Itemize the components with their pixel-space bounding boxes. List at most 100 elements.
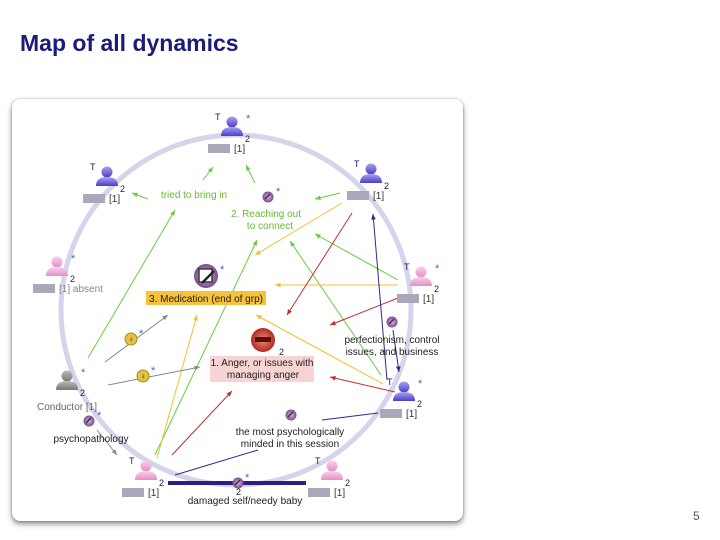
star-icon: * (435, 263, 440, 275)
edit-icon[interactable] (194, 264, 218, 288)
theme-tried-to-bring-in[interactable]: tried to bring in (161, 190, 227, 201)
member-label: [1] absent (59, 284, 103, 295)
person-icon (46, 256, 68, 276)
minus-icon[interactable] (251, 328, 275, 352)
group-member-node[interactable]: T * 2[1] (397, 262, 440, 305)
member-count: 2 (417, 399, 422, 409)
therapist-marker: T (387, 377, 393, 387)
star-icon: * (81, 367, 86, 379)
member-count: 2 (120, 184, 125, 194)
group-member-node[interactable]: * 2[1] absent (33, 253, 103, 295)
edge-arrow (286, 212, 353, 316)
person-icon (135, 460, 157, 480)
person-icon (96, 166, 118, 186)
edge-arrow (87, 209, 176, 359)
person-icon (56, 370, 78, 390)
person-icon (321, 460, 343, 480)
therapist-marker: T (90, 162, 96, 172)
lightbulb-icon[interactable]: ♀ (136, 369, 150, 383)
edge-arrow (171, 390, 233, 456)
group-member-node[interactable]: T2[1] (308, 456, 350, 499)
edge-arrow (96, 429, 118, 456)
svg-text:♀: ♀ (128, 335, 134, 344)
edge-arrow (154, 239, 258, 456)
page-number: 5 (693, 509, 700, 523)
group-member-node[interactable]: T 2[1] (83, 162, 125, 205)
edge-arrow (275, 282, 398, 288)
member-label: [1] (334, 488, 345, 499)
edit-icon[interactable] (83, 415, 95, 427)
theme-highlight (210, 356, 314, 382)
person-icon (393, 381, 415, 401)
edge-arrow (314, 192, 341, 200)
theme-psychopathology[interactable]: psychopathology (53, 434, 128, 445)
edge-arrow (371, 213, 388, 381)
edge-arrow (254, 202, 343, 256)
star-icon: * (245, 472, 250, 484)
edge-arrow (107, 365, 201, 386)
member-label: Conductor [1] (37, 402, 97, 413)
star-icon: * (151, 365, 156, 377)
star-icon: * (71, 253, 76, 265)
edge-arrow (202, 166, 214, 181)
star-icon: * (246, 113, 251, 125)
edges (87, 164, 401, 476)
member-count: 2 (384, 181, 389, 191)
member-count: 2 (80, 388, 85, 398)
edge-arrow (174, 449, 259, 476)
group-member-node[interactable]: T2[1] (347, 159, 389, 202)
therapist-marker: T (129, 456, 135, 466)
edge-arrow (392, 329, 401, 373)
edge-arrow (289, 240, 382, 376)
people: T*2[1]T2[1]T2[1]*2[1] absentT*2[1]*2Cond… (33, 112, 440, 499)
member-label: [1] (148, 488, 159, 499)
redacted-name (380, 409, 402, 418)
group-member-node[interactable]: T*2[1] (380, 377, 423, 420)
edit-icon[interactable] (386, 316, 398, 328)
svg-text:♀: ♀ (140, 372, 146, 381)
slide-title: Map of all dynamics (20, 30, 239, 56)
person-icon (410, 266, 432, 286)
redacted-name (308, 488, 330, 497)
redacted-name (122, 488, 144, 497)
member-count: 2 (70, 274, 75, 284)
member-label: [1] (423, 294, 434, 305)
group-member-node[interactable]: T*2[1] (208, 112, 251, 155)
person-icon (221, 116, 243, 136)
member-count: 2 (434, 284, 439, 294)
anger-count: 2 (279, 347, 284, 357)
member-count: 2 (245, 134, 250, 144)
therapist-marker: T (404, 262, 410, 272)
damaged-count: 2 (236, 487, 241, 497)
redacted-name (33, 284, 55, 293)
edge-arrow (255, 314, 384, 385)
edit-icon[interactable] (285, 409, 297, 421)
therapist-marker: T (315, 456, 321, 466)
theme-damaged-self[interactable]: damaged self/needy baby (188, 496, 303, 507)
group-member-node[interactable]: T2[1] (122, 456, 164, 499)
edit-icon[interactable] (232, 477, 244, 489)
redacted-name (208, 144, 230, 153)
edge-arrow (245, 164, 256, 184)
redacted-name (347, 191, 369, 200)
edge-arrow (314, 233, 399, 281)
lightbulb-icon[interactable]: ♀ (124, 332, 138, 346)
edge-arrow (329, 375, 396, 393)
member-label: [1] (109, 194, 120, 205)
edit-icon[interactable] (262, 191, 274, 203)
theme-highlight (146, 291, 266, 305)
edge-arrow (329, 297, 399, 326)
theme-medication[interactable]: 3. Medication (end of grp) (149, 294, 263, 305)
star-icon: * (220, 264, 225, 276)
person-icon (360, 163, 382, 183)
star-icon: * (418, 378, 423, 390)
member-label: [1] (373, 191, 384, 202)
star-icon: * (276, 186, 281, 198)
edge-arrow (321, 412, 379, 421)
